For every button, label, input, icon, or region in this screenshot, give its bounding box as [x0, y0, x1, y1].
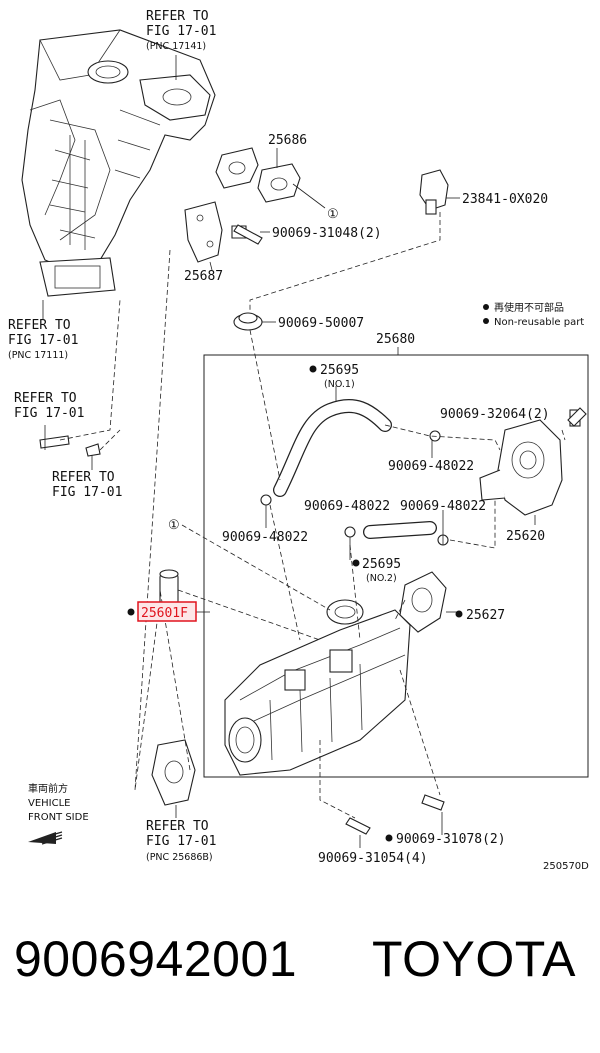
legend-bullet — [483, 318, 489, 324]
assembly-25680-box — [203, 354, 589, 778]
label-90069-31048: 90069-31048(2) — [272, 226, 382, 241]
highlight-box-25601f — [137, 601, 197, 622]
legend-bullet — [483, 304, 489, 310]
part-number: 9006942001 — [14, 931, 298, 987]
ref-top-line1: REFER TO — [146, 9, 209, 24]
label-25686: 25686 — [268, 133, 307, 148]
brand-name: TOYOTA — [372, 931, 576, 987]
pipe-25601f-drawing — [159, 569, 179, 605]
sensor-23841-drawing — [419, 169, 449, 215]
bullet-25601f — [127, 608, 135, 616]
engine-block-drawing — [21, 29, 216, 297]
ref-left2-line1: REFER TO — [14, 391, 77, 406]
legend-en: Non-reusable part — [494, 317, 584, 328]
grommet-90069-50007-drawing — [233, 312, 263, 331]
front-line2: FRONT SIDE — [28, 812, 89, 823]
label-25695-no1: 25695 — [320, 363, 359, 378]
footer: 9006942001 TOYOTA — [0, 930, 600, 1040]
egr-valve-25620-drawing — [479, 409, 581, 516]
figure-code: 250570D — [543, 861, 589, 872]
label-90069-31054: 90069-31054(4) — [318, 851, 428, 866]
bolts-drawing — [39, 224, 587, 835]
front-arrow-icon — [28, 831, 63, 845]
ref-bottom-line3: (PNC 25686B) — [146, 852, 213, 863]
label-90069-48022-c: 90069-48022 — [400, 499, 486, 514]
egr-cooler-drawing — [224, 599, 411, 776]
leader-lines — [42, 55, 566, 848]
hose-25695-no2-drawing — [363, 521, 437, 539]
parts-diagram: REFER TO FIG 17-01 (PNC 17141) 25686 238… — [8, 9, 589, 872]
label-25695-no2-sub: (NO.2) — [366, 573, 397, 584]
label-circle1-top: ① — [327, 207, 339, 222]
label-90069-32064: 90069-32064(2) — [440, 407, 550, 422]
label-25601f[interactable]: 25601F — [141, 606, 188, 621]
label-90069-48022-d: 90069-48022 — [222, 530, 308, 545]
front-line1: VEHICLE — [28, 798, 71, 809]
ref-left1-line1: REFER TO — [8, 318, 71, 333]
label-23841: 23841-0X020 — [462, 192, 548, 207]
gasket-25686b-drawing — [151, 739, 196, 806]
label-90069-48022-a: 90069-48022 — [388, 459, 474, 474]
ref-left1-line3: (PNC 17111) — [8, 350, 68, 361]
label-90069-31078: 90069-31078(2) — [396, 832, 506, 847]
ref-left1-line2: FIG 17-01 — [8, 333, 78, 348]
label-25687: 25687 — [184, 269, 223, 284]
label-90069-48022-b: 90069-48022 — [304, 499, 390, 514]
front-jp: 車両前方 — [28, 782, 68, 795]
label-90069-50007: 90069-50007 — [278, 316, 364, 331]
bullet-90069-31078 — [385, 834, 393, 842]
label-25627: 25627 — [466, 608, 505, 623]
label-25620: 25620 — [506, 529, 545, 544]
ref-bottom-line2: FIG 17-01 — [146, 834, 216, 849]
hose-25695-no1-drawing — [273, 399, 392, 497]
bullet-25695b — [352, 559, 360, 567]
ref-left3-line2: FIG 17-01 — [52, 485, 122, 500]
label-25695-no1-sub: (NO.1) — [324, 379, 355, 390]
bullet-25695a — [309, 365, 317, 373]
label-25680: 25680 — [376, 332, 415, 347]
bullet-25627 — [455, 610, 463, 618]
gasket-25686-drawing — [215, 147, 301, 203]
ref-top-line2: FIG 17-01 — [146, 24, 216, 39]
label-circle1-mid: ① — [168, 518, 180, 533]
label-25695-no2: 25695 — [362, 557, 401, 572]
legend-jp: 再使用不可部品 — [494, 301, 564, 314]
ref-top-line3: (PNC 17141) — [146, 41, 206, 52]
ref-bottom-line1: REFER TO — [146, 819, 209, 834]
ref-left2-line2: FIG 17-01 — [14, 406, 84, 421]
ref-left3-line1: REFER TO — [52, 470, 115, 485]
